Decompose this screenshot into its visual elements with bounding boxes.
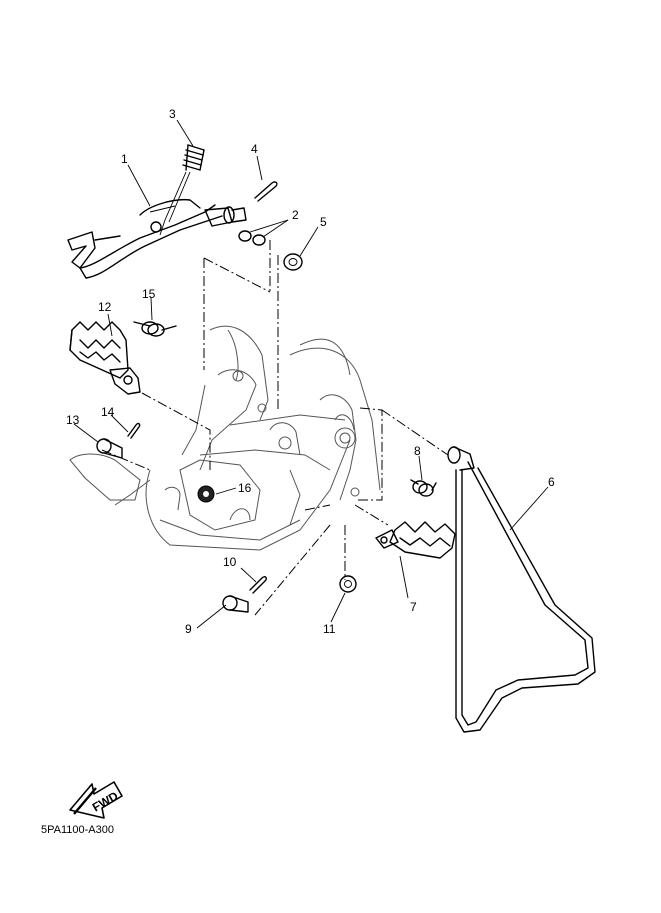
footrest-left [69, 321, 141, 395]
cotter-pin-14 [127, 422, 141, 439]
callouts: 1 2 3 4 5 6 7 8 9 10 11 12 13 14 15 16 [66, 107, 555, 636]
cotter-pin-4 [254, 181, 278, 202]
callout-10: 10 [223, 555, 237, 569]
callout-6: 6 [548, 475, 555, 489]
brake-pedal [67, 198, 247, 279]
callout-9: 9 [185, 622, 192, 636]
damper-16 [197, 485, 215, 503]
callout-13: 13 [66, 413, 80, 427]
frame-drawing [69, 325, 381, 551]
diagram-code: 5PA1100-A300 [41, 824, 114, 836]
washer-5 [283, 253, 303, 271]
callout-12: 12 [98, 300, 112, 314]
callout-1: 1 [121, 152, 128, 166]
footrest-right [375, 521, 456, 559]
assembly-lines [101, 240, 449, 616]
callout-14: 14 [101, 405, 115, 419]
washer-2 [238, 230, 266, 246]
return-spring [159, 144, 205, 236]
callout-16: 16 [238, 481, 252, 495]
callout-7: 7 [410, 600, 417, 614]
callout-5: 5 [320, 215, 327, 229]
footrest-spring-left [133, 321, 177, 337]
callout-15: 15 [142, 287, 156, 301]
callout-3: 3 [169, 107, 176, 121]
footrest-pin-right [222, 595, 249, 613]
sidestand [447, 446, 596, 733]
footrest-pin-left [96, 438, 123, 459]
footrest-spring-right [410, 479, 437, 497]
callout-8: 8 [414, 444, 421, 458]
callout-11: 11 [323, 622, 336, 636]
callout-2: 2 [292, 208, 299, 222]
callout-4: 4 [251, 142, 258, 156]
cotter-pin-10 [249, 576, 267, 594]
leader-lines [73, 119, 549, 629]
washer-11 [339, 575, 357, 593]
fwd-arrow-icon: FWD [69, 781, 123, 819]
